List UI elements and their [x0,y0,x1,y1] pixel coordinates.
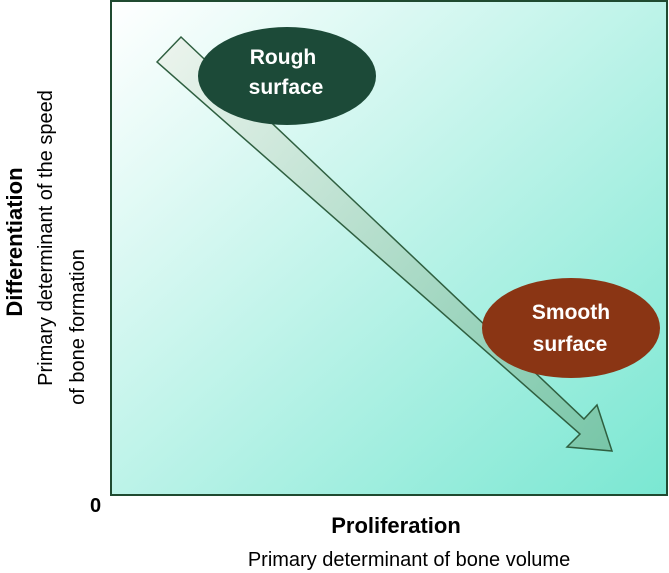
y-axis-subtitle-line1: Primary determinant of the speed [35,90,57,386]
smooth-surface-line2: surface [533,333,608,356]
rough-surface-line2: surface [249,76,324,99]
smooth-surface-label: Smooth surface [482,278,660,378]
rough-surface-line1: Rough [250,46,316,69]
y-axis-title: Differentiation [2,167,27,316]
x-axis-subtitle: Primary determinant of bone volume [248,549,570,571]
x-axis-title: Proliferation [331,513,461,538]
smooth-surface-line1: Smooth [532,301,610,324]
rough-surface-label: Rough surface [198,27,376,125]
smooth-surface-ellipse [482,278,660,378]
rough-surface-ellipse [198,27,376,125]
origin-label: 0 [90,495,101,517]
y-axis-subtitle-line2: of bone formation [67,249,89,405]
